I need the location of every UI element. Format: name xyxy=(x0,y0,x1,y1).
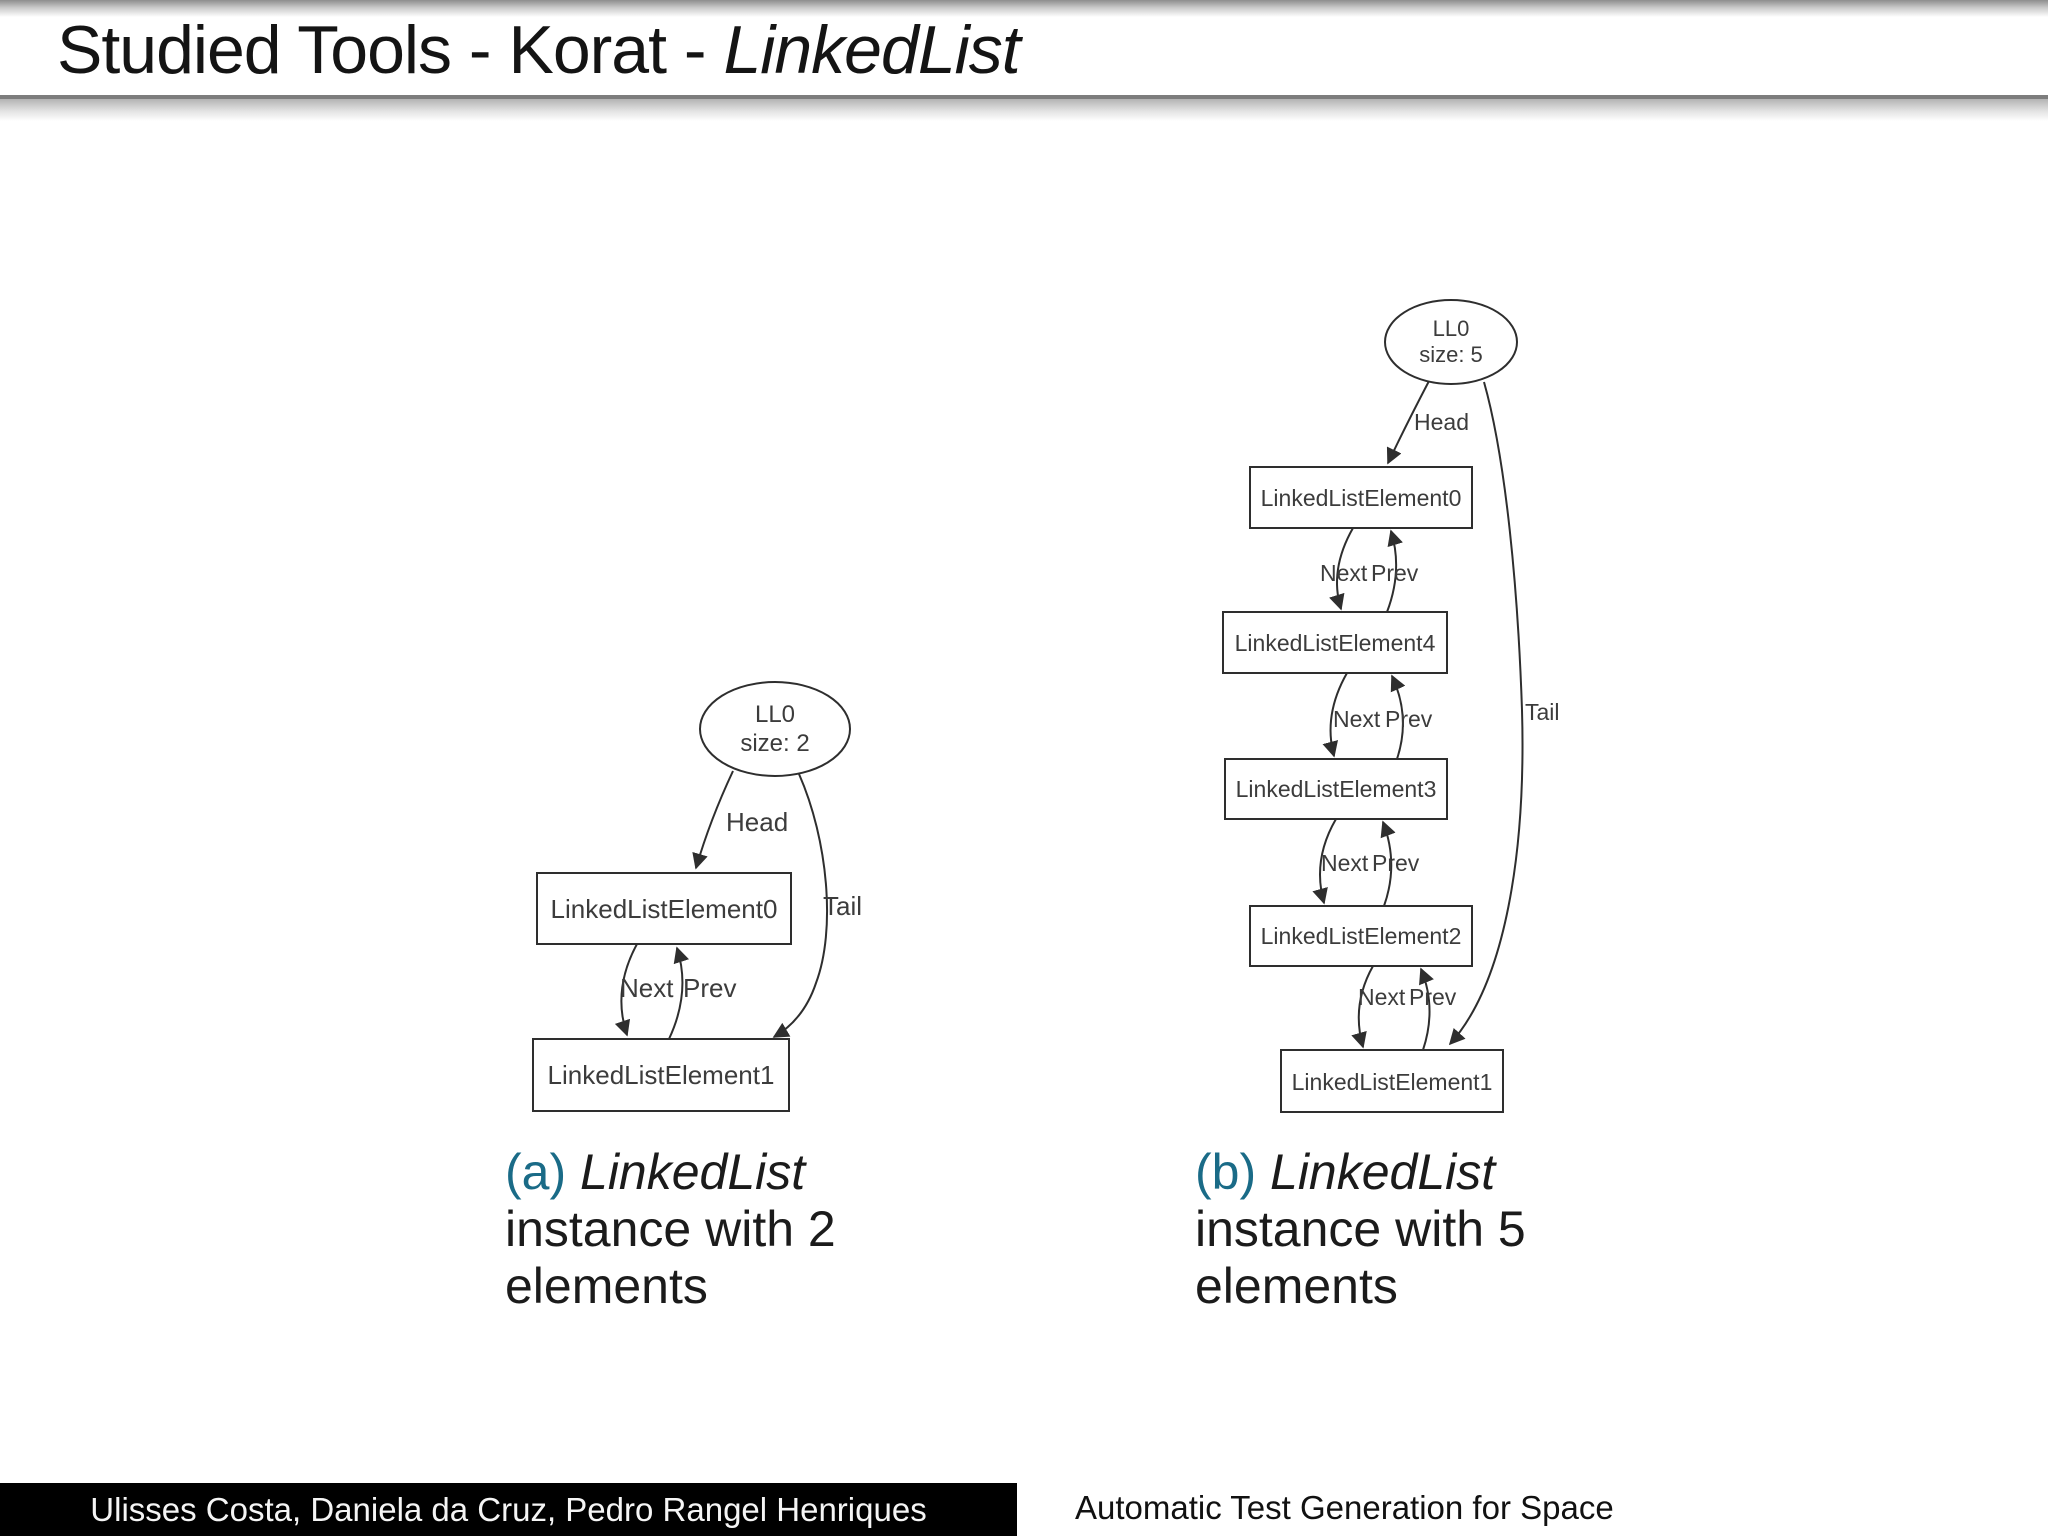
edge-label-head-b: Head xyxy=(1414,409,1469,435)
title-separator xyxy=(0,95,2048,99)
root-node-size-b: size: 5 xyxy=(1419,342,1483,367)
node-element0-label-a: LinkedListElement0 xyxy=(551,894,778,924)
caption-a: (a) LinkedList instance with 2 elements xyxy=(505,1144,865,1315)
edge-next3-b xyxy=(1312,818,1337,905)
figure-b-graph: LL0 size: 5 Head Tail Next Prev Next Pre… xyxy=(1222,299,1560,1113)
edge-next4-b xyxy=(1351,965,1374,1049)
node-element1-label-b: LinkedListElement1 xyxy=(1292,1069,1493,1095)
edge-prev1-b xyxy=(1386,529,1403,613)
node-element3-label-b: LinkedListElement3 xyxy=(1236,776,1437,802)
edge-prev2-b xyxy=(1390,674,1406,760)
edge-label-next3-b: Next xyxy=(1321,850,1369,876)
edge-head-b xyxy=(1386,380,1430,465)
root-node-size-a: size: 2 xyxy=(740,730,809,757)
node-element0-b xyxy=(1249,466,1473,529)
edge-head-a xyxy=(692,770,734,870)
root-node-name-b: LL0 xyxy=(1433,316,1470,341)
edge-prev4-b xyxy=(1419,967,1434,1051)
title-separator-fade xyxy=(0,99,2048,121)
edge-label-next4-b: Next xyxy=(1358,984,1406,1010)
edge-next1-b xyxy=(1329,527,1354,611)
edge-label-next2-b: Next xyxy=(1333,706,1381,732)
edge-label-tail-b: Tail xyxy=(1525,699,1560,725)
edge-prev-a xyxy=(668,946,689,1040)
edge-next-a xyxy=(614,943,638,1037)
caption-b-emphasis: LinkedList xyxy=(1270,1144,1496,1200)
edge-label-prev2-b: Prev xyxy=(1385,706,1433,732)
footer-presentation-title: Automatic Test Generation for Space xyxy=(1075,1489,1614,1526)
edge-tail-a xyxy=(772,773,829,1038)
node-element3-b xyxy=(1224,758,1448,820)
edge-label-prev4-b: Prev xyxy=(1409,984,1457,1010)
edge-prev3-b xyxy=(1380,820,1396,907)
edge-label-prev1-b: Prev xyxy=(1371,560,1419,586)
node-element4-b xyxy=(1222,611,1448,674)
root-node-name-a: LL0 xyxy=(755,701,795,728)
node-element1-a xyxy=(532,1038,790,1112)
edge-label-next-a: Next xyxy=(620,973,674,1003)
top-edge-shade xyxy=(0,0,2048,17)
caption-b: (b) LinkedList instance with 5 elements xyxy=(1195,1144,1555,1315)
node-element1-b xyxy=(1280,1049,1504,1113)
page-title: Studied Tools - Korat - LinkedList xyxy=(57,6,1021,94)
edge-label-prev-a: Prev xyxy=(683,973,736,1003)
node-element0-a xyxy=(536,872,792,945)
list-root-node-b xyxy=(1384,299,1518,385)
node-element2-b xyxy=(1249,905,1473,967)
edge-next2-b xyxy=(1322,672,1348,758)
caption-a-text: instance with 2 elements xyxy=(505,1201,836,1314)
edge-label-prev3-b: Prev xyxy=(1372,850,1420,876)
figure-a-graph: LL0 size: 2 Head Tail Next Prev LinkedLi… xyxy=(532,681,862,1112)
node-element4-label-b: LinkedListElement4 xyxy=(1235,630,1436,656)
edge-label-head-a: Head xyxy=(726,807,788,837)
footer-authors: Ulisses Costa, Daniela da Cruz, Pedro Ra… xyxy=(0,1483,1017,1536)
page-title-text: Studied Tools - Korat - xyxy=(57,12,724,88)
node-element0-label-b: LinkedListElement0 xyxy=(1261,485,1462,511)
caption-b-text: instance with 5 elements xyxy=(1195,1201,1526,1314)
edge-tail-b xyxy=(1448,381,1524,1046)
node-element1-label-a: LinkedListElement1 xyxy=(548,1060,775,1090)
node-element2-label-b: LinkedListElement2 xyxy=(1261,923,1462,949)
caption-a-index: (a) xyxy=(505,1144,567,1200)
caption-a-emphasis: LinkedList xyxy=(580,1144,806,1200)
page-title-emphasis: LinkedList xyxy=(723,12,1020,88)
edge-label-tail-a: Tail xyxy=(823,891,862,921)
edge-label-next1-b: Next xyxy=(1320,560,1368,586)
list-root-node-a xyxy=(699,681,851,777)
caption-b-index: (b) xyxy=(1195,1144,1257,1200)
footer-bar: Ulisses Costa, Daniela da Cruz, Pedro Ra… xyxy=(0,1483,2048,1536)
